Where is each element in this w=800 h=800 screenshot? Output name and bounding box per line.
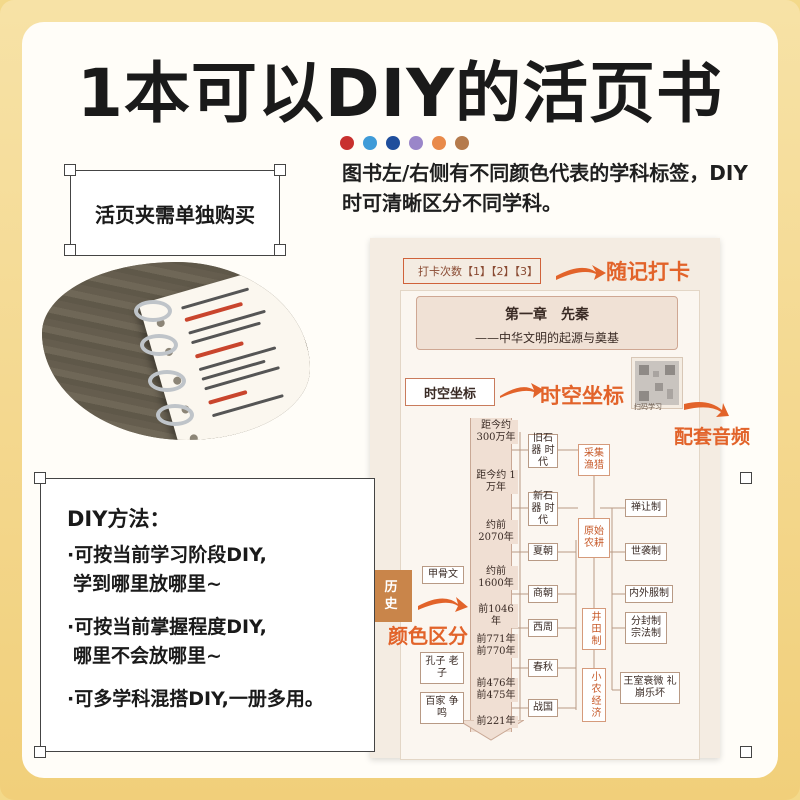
system-box: 分封制 宗法制 bbox=[625, 612, 667, 644]
side-tab-char: 历 bbox=[384, 580, 398, 595]
diy-item: ·可按当前掌握程度DIY, 哪里不会放哪里~ bbox=[67, 613, 267, 671]
timeline-label: 前771年 前770年 bbox=[474, 634, 518, 658]
diy-item: ·可按当前学习阶段DIY, 学到哪里放哪里~ bbox=[67, 541, 267, 599]
binder-ring bbox=[148, 370, 186, 392]
economy-box: 井田制 bbox=[582, 608, 606, 650]
timeline-label: 约前 2070年 bbox=[474, 520, 518, 544]
binder-ring bbox=[134, 300, 172, 322]
resize-handle bbox=[64, 164, 76, 176]
resize-handle bbox=[740, 746, 752, 758]
side-tab-char: 史 bbox=[384, 597, 398, 612]
diy-item: ·可多学科混搭DIY,一册多用。 bbox=[67, 685, 324, 714]
chapter-title: 第一章 先秦 bbox=[505, 307, 589, 323]
era-box: 春秋 bbox=[528, 659, 558, 677]
resize-handle bbox=[34, 746, 46, 758]
diy-item-line: ·可按当前学习阶段DIY, bbox=[67, 544, 267, 566]
era-box: 商朝 bbox=[528, 585, 558, 603]
chapter-header: 第一章 先秦 ——中华文明的起源与奠基 bbox=[416, 296, 678, 350]
subject-side-tab: 历 史 bbox=[370, 570, 412, 622]
culture-box: 甲骨文 bbox=[422, 566, 464, 584]
diy-item-line: ·可多学科混搭DIY,一册多用。 bbox=[67, 688, 324, 710]
resize-handle bbox=[274, 164, 286, 176]
annotation-audio: 配套音频 bbox=[674, 426, 751, 448]
system-box: 禅让制 bbox=[625, 499, 667, 517]
color-dot bbox=[340, 136, 354, 150]
color-dot bbox=[432, 136, 446, 150]
annotation-spacetime: 时空坐标 bbox=[540, 384, 624, 408]
culture-box: 百家 争鸣 bbox=[420, 692, 464, 724]
resize-handle bbox=[34, 472, 46, 484]
system-box: 内外服制 bbox=[625, 585, 673, 603]
timeline-label: 前221年 bbox=[474, 716, 518, 728]
diy-item-line: ·可按当前掌握程度DIY, bbox=[67, 616, 267, 638]
binder-ring bbox=[140, 334, 178, 356]
resize-handle bbox=[274, 244, 286, 256]
annotation-color: 颜色区分 bbox=[388, 624, 468, 648]
resize-handle bbox=[740, 472, 752, 484]
qr-caption: 扫码学习 bbox=[634, 403, 662, 411]
subject-color-dots bbox=[340, 136, 469, 150]
diy-item-line: 学到哪里放哪里~ bbox=[73, 573, 222, 595]
diy-item-line: 哪里不会放哪里~ bbox=[73, 645, 222, 667]
description-text: 图书左/右侧有不同颜色代表的学科标签，DIY时可清晰区分不同学科。 bbox=[342, 161, 748, 215]
section-label: 时空坐标 bbox=[405, 378, 495, 406]
system-box: 世袭制 bbox=[625, 543, 667, 561]
era-box: 战国 bbox=[528, 699, 558, 717]
era-box: 西周 bbox=[528, 619, 558, 637]
resize-handle bbox=[64, 244, 76, 256]
page-title: 1本可以DIY的活页书 bbox=[76, 55, 724, 132]
color-dot bbox=[409, 136, 423, 150]
checkin-counter: 打卡次数【1】【2】【3】 bbox=[403, 258, 541, 284]
color-dot bbox=[363, 136, 377, 150]
era-box: 旧石器 时代 bbox=[528, 433, 558, 468]
economy-box: 小农经济 bbox=[582, 668, 606, 722]
binder-ring bbox=[156, 404, 194, 426]
timeline-label: 距今约 300万年 bbox=[474, 420, 518, 444]
culture-box: 孔子 老子 bbox=[420, 652, 464, 684]
color-dot bbox=[386, 136, 400, 150]
binder-callout-label: 活页夹需单独购买 bbox=[95, 202, 255, 227]
color-dot bbox=[455, 136, 469, 150]
annotation-checkin: 随记打卡 bbox=[606, 260, 690, 284]
diy-heading: DIY方法： bbox=[67, 507, 171, 531]
economy-box: 原始 农耕 bbox=[578, 518, 610, 558]
binder-callout: 活页夹需单独购买 bbox=[70, 170, 280, 256]
binder-photo bbox=[42, 262, 310, 440]
timeline-label: 前1046年 bbox=[474, 604, 518, 628]
timeline-label: 约前 1600年 bbox=[474, 566, 518, 590]
era-box: 新石器 时代 bbox=[528, 491, 558, 526]
chapter-subtitle: ——中华文明的起源与奠基 bbox=[474, 331, 619, 345]
system-box: 王室衰微 礼崩乐坏 bbox=[620, 672, 680, 704]
era-box: 夏朝 bbox=[528, 543, 558, 561]
qr-code bbox=[631, 357, 683, 409]
economy-box: 采集 渔猎 bbox=[578, 444, 610, 476]
timeline-label: 距今约 1万年 bbox=[474, 470, 518, 494]
timeline-label: 前476年 前475年 bbox=[474, 678, 518, 702]
diy-method-box: DIY方法： ·可按当前学习阶段DIY, 学到哪里放哪里~ ·可按当前掌握程度D… bbox=[40, 478, 375, 752]
